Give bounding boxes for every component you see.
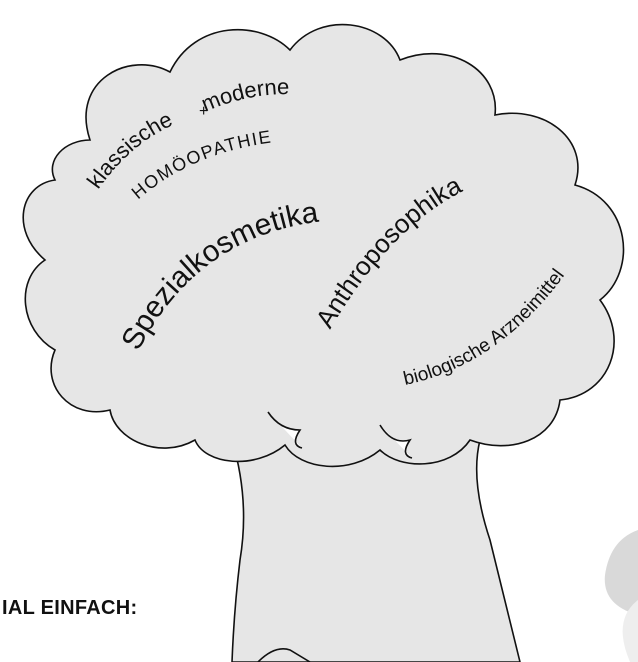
partial-object-right <box>605 530 638 615</box>
footer-caption: IAL EINFACH: <box>2 597 137 620</box>
tree-canopy <box>23 25 623 467</box>
tree-trunk <box>232 440 520 662</box>
